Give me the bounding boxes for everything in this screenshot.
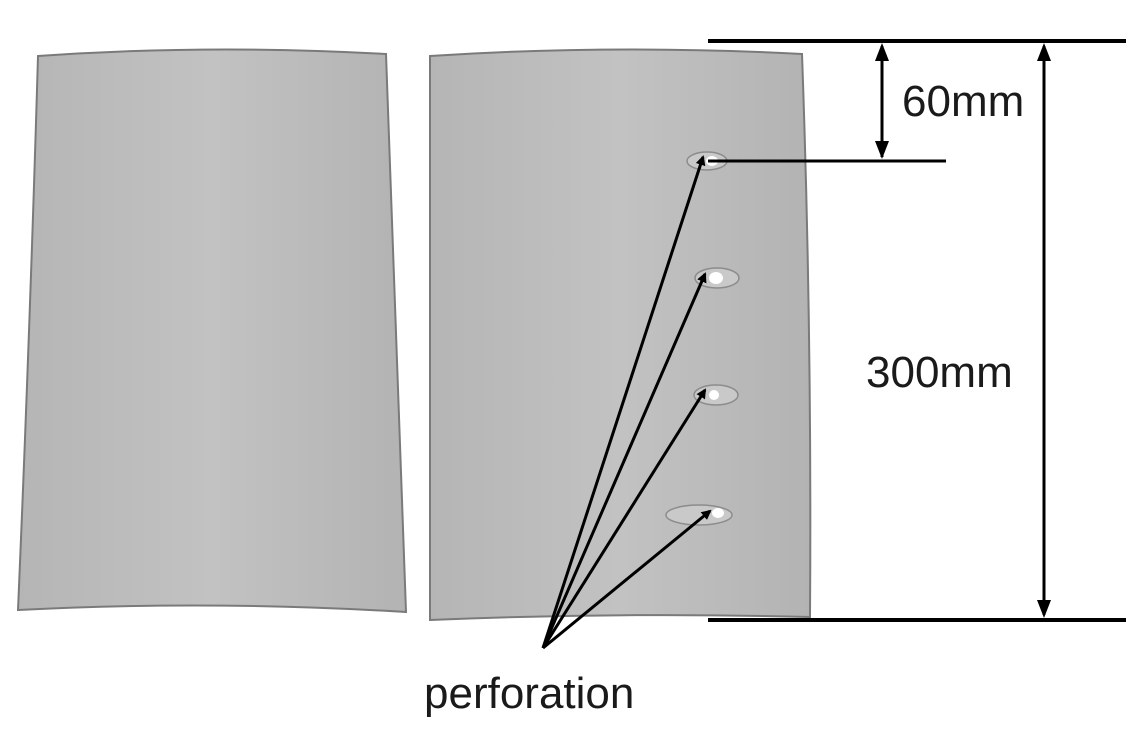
callout-arrow-3 <box>541 388 707 649</box>
dimension-300mm <box>1037 43 1051 618</box>
perforation-4 <box>665 504 733 526</box>
callout-arrow-2 <box>541 272 707 649</box>
intact-sheet <box>16 48 408 614</box>
perforation-label: perforation <box>424 669 634 718</box>
callout-arrows <box>541 155 712 650</box>
dimension-60mm <box>875 43 889 159</box>
callout-arrow-4 <box>542 509 712 650</box>
callout-arrow-1 <box>541 155 706 649</box>
perforated-sheet <box>428 48 812 622</box>
dimension-300mm-label: 300mm <box>866 348 1013 397</box>
dimension-60mm-label: 60mm <box>902 77 1024 126</box>
